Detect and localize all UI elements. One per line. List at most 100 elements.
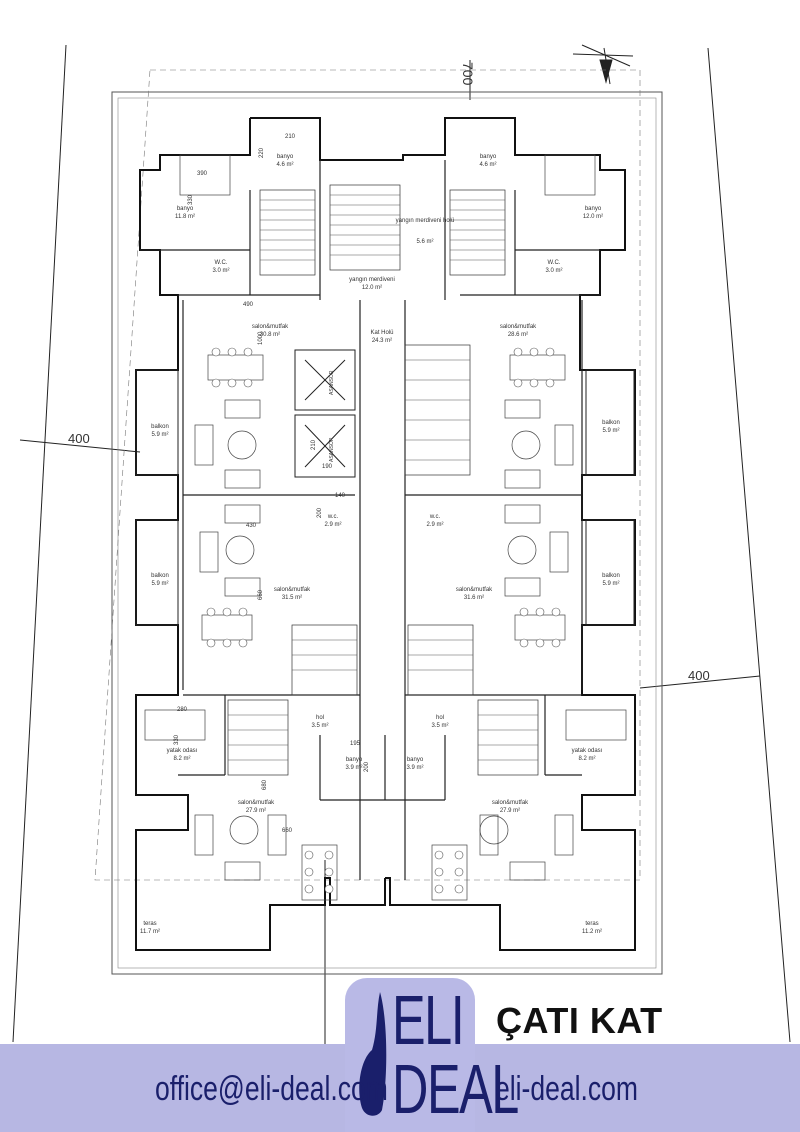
setback-dashed [94,69,641,881]
elevators [294,349,356,478]
svg-text:5.9 m²: 5.9 m² [151,432,168,438]
svg-text:salon&mutfak: salon&mutfak [500,324,537,330]
room-label: salon&mutfak 31.5 m² [274,587,311,601]
svg-text:teras: teras [143,921,156,927]
svg-text:balkon: balkon [151,573,169,579]
stairs [227,184,539,776]
svg-text:200: 200 [364,761,370,772]
contact-email[interactable]: office@eli-deal.com [155,1070,388,1108]
svg-text:27.9 m²: 27.9 m² [500,808,520,814]
contact-website[interactable]: eli-deal.com [495,1070,638,1108]
svg-text:28.6 m²: 28.6 m² [508,332,528,338]
svg-text:yangın merdiveni: yangın merdiveni [349,277,395,283]
svg-text:12.0 m²: 12.0 m² [362,285,382,291]
svg-text:yangın merdiveni holü: yangın merdiveni holü [396,218,455,224]
svg-text:140: 140 [335,493,346,499]
svg-text:390: 390 [197,171,208,177]
svg-text:banyo: banyo [585,206,602,212]
svg-text:banyo: banyo [407,757,424,763]
svg-text:8.2 m²: 8.2 m² [173,756,190,762]
svg-text:4.6 m²: 4.6 m² [479,162,496,168]
measures: 210 220 390 330 490 1000 210 190 140 200… [174,134,370,834]
svg-text:banyo: banyo [346,757,363,763]
svg-text:330: 330 [188,194,194,205]
room-label: W.C.3.0 m² [212,260,229,274]
room-label: w.c.2.9 m² [426,514,443,528]
svg-text:balkon: balkon [602,420,620,426]
svg-text:3.9 m²: 3.9 m² [345,765,362,771]
svg-text:banyo: banyo [277,154,294,160]
svg-text:660: 660 [258,589,264,600]
svg-text:salon&mutfak: salon&mutfak [492,800,529,806]
svg-text:30.8 m²: 30.8 m² [260,332,280,338]
svg-text:280: 280 [177,707,188,713]
balconies [135,369,635,626]
svg-text:430: 430 [246,523,257,529]
svg-text:490: 490 [243,302,254,308]
svg-text:balkon: balkon [602,573,620,579]
room-label: yatak odası 8.2 m² [572,748,603,762]
north-arrow-icon [572,44,634,85]
svg-text:195: 195 [350,741,361,747]
room-label: banyo 12.0 m² [583,206,603,220]
svg-text:teras: teras [585,921,598,927]
dimension-left: 400 [68,431,90,446]
room-label: balkon 5.9 m² [602,573,620,587]
dimension-top: 700 [460,62,476,86]
room-label: banyo 11.8 m² [175,206,195,220]
svg-text:660: 660 [282,828,293,834]
room-label: yangın merdiveni holü 5.6 m² [396,218,455,245]
logo-text-top: ELI [392,981,465,1059]
svg-text:w.c.: w.c. [429,514,441,520]
room-label: teras 11.2 m² [582,921,602,935]
svg-text:yatak odası: yatak odası [572,748,603,754]
room-labels: banyo 4.6 m² banyo 4.6 m² banyo 11.8 m² ban… [140,154,620,935]
interior-walls [140,160,600,880]
svg-text:salon&mutfak: salon&mutfak [238,800,275,806]
svg-text:12.0 m²: 12.0 m² [583,214,603,220]
room-label: teras 11.7 m² [140,921,160,935]
svg-text:Kat Holü: Kat Holü [370,330,393,336]
svg-text:11.7 m²: 11.7 m² [140,929,160,935]
svg-text:11.8 m²: 11.8 m² [175,214,195,220]
svg-text:24.3 m²: 24.3 m² [372,338,392,344]
room-label: banyo 4.6 m² [276,154,293,168]
furniture [144,154,627,901]
svg-text:4.6 m²: 4.6 m² [276,162,293,168]
svg-text:5.6 m²: 5.6 m² [416,239,433,245]
logo-mark-icon [359,992,387,1116]
svg-text:11.2 m²: 11.2 m² [582,929,602,935]
svg-text:3.9 m²: 3.9 m² [406,765,423,771]
svg-text:5.9 m²: 5.9 m² [602,581,619,587]
dimension-right: 400 [688,668,710,683]
room-label: W.C.3.0 m² [545,260,562,274]
svg-text:680: 680 [262,779,268,790]
svg-text:220: 220 [259,147,265,158]
svg-text:3.0 m²: 3.0 m² [545,268,562,274]
room-label: yatak odası 8.2 m² [167,748,198,762]
site-frame [111,91,663,975]
svg-text:banyo: banyo [177,206,194,212]
svg-text:1000: 1000 [258,331,264,345]
room-label: yangın merdiveni 12.0 m² [349,277,395,291]
svg-text:yatak odası: yatak odası [167,748,198,754]
logo-text-bottom: DEAL [392,1050,519,1128]
room-label: banyo 3.9 m² [345,757,362,771]
svg-text:31.6 m²: 31.6 m² [464,595,484,601]
svg-text:2.9 m²: 2.9 m² [324,522,341,528]
room-label: w.c.2.9 m² [324,514,341,528]
svg-text:salon&mutfak: salon&mutfak [274,587,311,593]
svg-text:210: 210 [311,439,317,450]
svg-text:31.5 m²: 31.5 m² [282,595,302,601]
room-label: banyo 3.9 m² [406,757,423,771]
svg-text:8.2 m²: 8.2 m² [578,756,595,762]
